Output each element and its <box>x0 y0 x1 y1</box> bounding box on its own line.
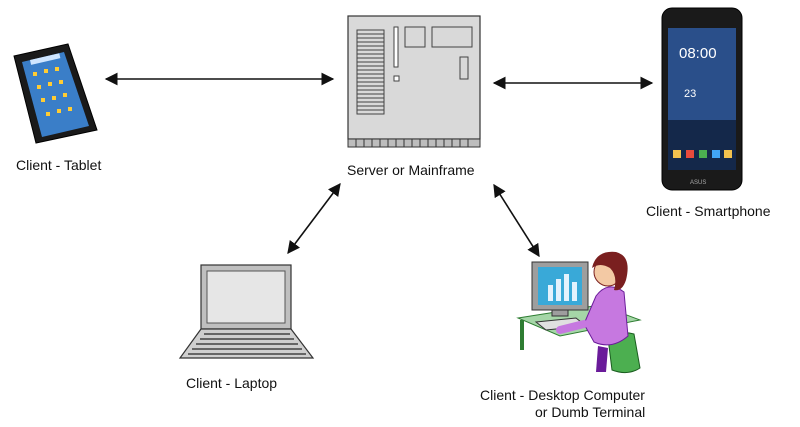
desktop-user-icon <box>516 251 642 374</box>
phone-date: 23 <box>684 88 696 100</box>
label-client-smartphone: Client - Smartphone <box>646 203 771 219</box>
laptop-icon <box>178 264 315 359</box>
server-icon <box>347 15 481 148</box>
arrow-server-laptop <box>287 182 341 255</box>
label-server-mainframe: Server or Mainframe <box>347 162 475 178</box>
arrow-server-desktop <box>493 183 540 258</box>
tablet-icon <box>13 43 98 144</box>
smartphone-icon: 08:00 23 ASUS <box>661 7 743 191</box>
label-client-desktop: Client - Desktop Computer or Dumb Termin… <box>480 387 645 421</box>
phone-brand: ASUS <box>690 180 706 186</box>
label-client-desktop-line2: or Dumb Terminal <box>535 404 646 420</box>
phone-time: 08:00 <box>679 45 717 62</box>
label-client-desktop-line1: Client - Desktop Computer <box>480 387 645 403</box>
label-client-laptop: Client - Laptop <box>186 375 278 391</box>
label-client-tablet: Client - Tablet <box>16 157 102 173</box>
